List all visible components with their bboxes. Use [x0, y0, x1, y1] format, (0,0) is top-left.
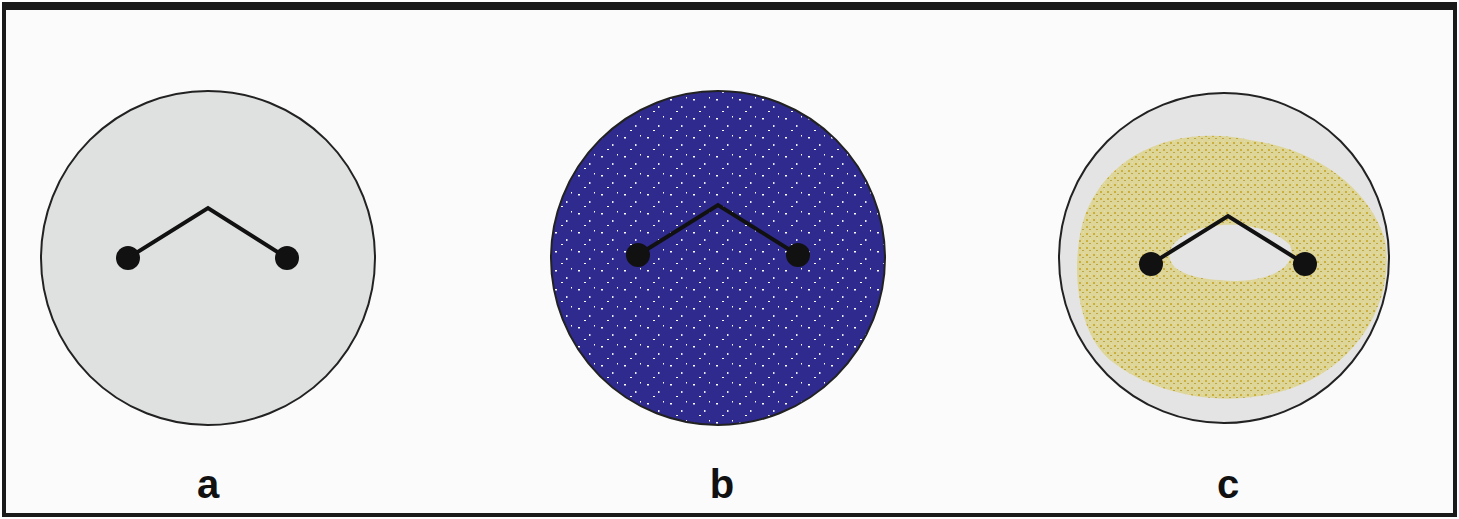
petri-dish-b: [551, 91, 885, 425]
petri-dish-a: [41, 91, 375, 425]
panel-letter: c: [1217, 464, 1239, 504]
petri-dish-c: [1059, 93, 1389, 423]
panel-letter: b: [710, 464, 734, 504]
panel-letter: a: [197, 464, 219, 504]
frame: [4, 4, 1455, 515]
frame-top: [4, 4, 1455, 10]
